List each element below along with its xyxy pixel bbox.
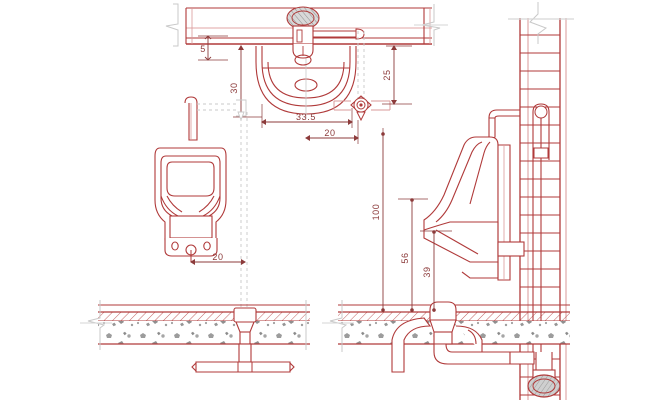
dimension-20-front <box>190 259 246 265</box>
break-line-wall-top <box>508 2 574 44</box>
hidden-riser-plan <box>357 31 365 104</box>
dimension-label-56: 56 <box>400 252 410 263</box>
dimension-label-20-plan: 20 <box>324 128 335 138</box>
waste-trap-left <box>191 307 295 373</box>
dimension-label-20-front: 20 <box>212 252 223 262</box>
dimension-20-plan <box>305 120 359 144</box>
dimension-label-25: 25 <box>382 69 392 80</box>
dimension-56 <box>398 198 428 312</box>
stop-valve-plan <box>333 95 391 122</box>
dimension-label-39: 39 <box>422 266 432 277</box>
urinal-front-elevation <box>154 96 227 262</box>
pipework-right <box>532 103 550 395</box>
dimension-33-5 <box>261 104 353 128</box>
dimension-label-5: 5 <box>200 44 206 54</box>
floor-drain-right <box>527 352 561 398</box>
break-line-plan-left <box>165 3 179 47</box>
dimension-39 <box>420 230 452 312</box>
drain-piping-right <box>391 301 535 373</box>
break-line-floor-right <box>322 300 354 352</box>
supply-pipe-plan <box>313 28 365 40</box>
flush-valve-plan <box>286 6 320 66</box>
dimension-label-33-5: 33.5 <box>296 112 316 122</box>
supply-hidden-front <box>197 99 248 318</box>
dimension-100 <box>381 132 385 312</box>
urinal-side-elevation <box>423 109 525 281</box>
dimension-label-30: 30 <box>229 82 239 93</box>
break-line-floor-left <box>80 300 112 350</box>
floor-slab-left <box>98 304 310 345</box>
dimension-25 <box>382 45 412 105</box>
dimension-label-100: 100 <box>371 204 381 221</box>
break-line-plan-right <box>414 4 448 46</box>
dimension-5 <box>198 35 228 61</box>
